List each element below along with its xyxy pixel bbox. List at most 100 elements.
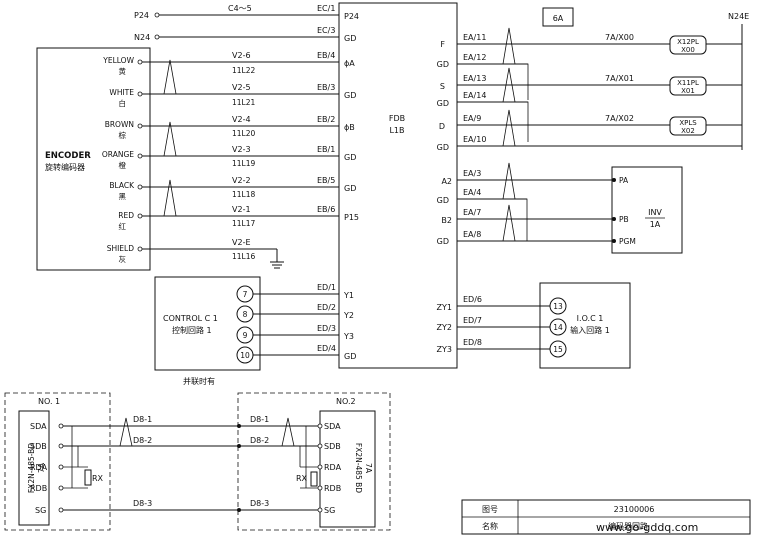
control-title-cn: 控制回路 1 [172, 325, 212, 335]
no2-pins: SDA SDB RDA RDB SG RX [296, 422, 342, 515]
svg-text:ED/7: ED/7 [463, 316, 482, 325]
svg-text:RDA: RDA [30, 463, 48, 472]
svg-text:白: 白 [119, 98, 127, 108]
svg-text:SHIELD: SHIELD [107, 244, 135, 253]
sheet-tag [542, 7, 574, 27]
p24-terminal: P24 [344, 12, 359, 21]
svg-text:BROWN: BROWN [105, 120, 134, 129]
svg-text:ZY3: ZY3 [437, 345, 452, 354]
output-row-s: S EA/13 7A/X01 X11PL X01 [440, 74, 742, 96]
svg-text:RDA: RDA [324, 463, 342, 472]
control-title: CONTROL C 1 [163, 314, 218, 323]
output-row-f: F EA/11 7A/X00 X12PL X00 [440, 33, 742, 55]
inverter-sub: 1A [650, 220, 661, 229]
svg-text:X11PL: X11PL [677, 79, 699, 87]
control-note: 并联时有 [183, 376, 215, 386]
svg-text:7A: 7A [364, 463, 373, 474]
n24e-label: N24E [728, 12, 749, 21]
output-row-gd-3: GD EA/10 [437, 135, 742, 152]
inverter-label: INV [648, 208, 662, 217]
link-d8-1-b: D8-1 [250, 415, 269, 424]
link-d8-2-a: D8-2 [133, 436, 152, 445]
link-d8-3-a: D8-3 [133, 499, 152, 508]
svg-text:EB/6: EB/6 [317, 205, 335, 214]
svg-text:ED/4: ED/4 [317, 344, 336, 353]
svg-text:X01: X01 [681, 87, 695, 95]
svg-text:Y2: Y2 [343, 311, 354, 320]
c4-5-label: C4～5 [228, 4, 252, 13]
svg-text:SDB: SDB [324, 442, 341, 451]
svg-text:EA/4: EA/4 [463, 188, 481, 197]
encoder-title-cn: 旋转编码器 [45, 162, 85, 172]
svg-text:8: 8 [243, 310, 248, 319]
control-row-7: 7 ED/1 Y1 [236, 283, 354, 303]
n24-label: N24 [134, 33, 150, 42]
svg-text:RDB: RDB [324, 484, 341, 493]
svg-text:D: D [439, 122, 445, 131]
svg-text:A2: A2 [441, 177, 452, 186]
svg-text:SDA: SDA [30, 422, 47, 431]
svg-text:11L17: 11L17 [232, 219, 255, 228]
svg-text:EA/11: EA/11 [463, 33, 486, 42]
rs485-no2-label: NO.2 [336, 397, 356, 406]
svg-text:RX: RX [296, 474, 308, 483]
title-block: 图号 23100006 名称 编码器回路 www.go-gddq.com [461, 499, 751, 535]
rs485-no2-dashed [237, 392, 391, 531]
svg-text:PB: PB [619, 215, 629, 224]
gd-terminal-top: GD [344, 34, 356, 43]
output-row-d: D EA/9 7A/X02 XPLS X02 [439, 114, 742, 136]
svg-text:FX2N-485-BD: FX2N-485-BD [27, 443, 36, 493]
p24-label: P24 [134, 11, 149, 20]
svg-text:11L21: 11L21 [232, 98, 255, 107]
svg-text:EA/13: EA/13 [463, 74, 486, 83]
svg-text:EB/4: EB/4 [317, 51, 335, 60]
drawing-no-label: 图号 [482, 505, 498, 514]
svg-text:EA/10: EA/10 [463, 135, 486, 144]
ec1-label: EC/1 [317, 4, 335, 13]
svg-text:ϕA: ϕA [344, 59, 355, 68]
svg-text:ED/3: ED/3 [317, 324, 336, 333]
svg-text:Y3: Y3 [343, 332, 354, 341]
rs485-no1-label: NO. 1 [38, 397, 60, 406]
svg-text:YELLOW: YELLOW [102, 56, 134, 65]
svg-text:B2: B2 [441, 216, 452, 225]
svg-text:GD: GD [437, 237, 449, 246]
svg-text:EA/8: EA/8 [463, 230, 481, 239]
svg-text:S: S [440, 82, 445, 91]
svg-text:11L19: 11L19 [232, 159, 255, 168]
svg-text:ZY1: ZY1 [437, 303, 452, 312]
svg-text:14: 14 [553, 323, 563, 332]
rs485-no1-dashed [4, 392, 111, 531]
ioc-row-zy1: ZY1 ED/6 13 [437, 295, 567, 315]
svg-text:ED/1: ED/1 [317, 283, 336, 292]
svg-text:红: 红 [119, 221, 127, 231]
svg-text:13: 13 [553, 302, 563, 311]
svg-text:SG: SG [324, 506, 335, 515]
svg-text:EA/7: EA/7 [463, 208, 481, 217]
svg-text:7A/X01: 7A/X01 [605, 74, 634, 83]
svg-text:11L18: 11L18 [232, 190, 255, 199]
svg-text:SDB: SDB [30, 442, 47, 451]
svg-text:V2-E: V2-E [232, 238, 251, 247]
svg-text:RED: RED [118, 211, 134, 220]
link-d8-1-a: D8-1 [133, 415, 152, 424]
svg-text:ORANGE: ORANGE [102, 150, 134, 159]
link-d8-3-b: D8-3 [250, 499, 269, 508]
inverter-row-gd-2: GD EA/8 PGM [437, 230, 636, 246]
svg-text:WHITE: WHITE [109, 88, 134, 97]
ioc-row-zy3: ZY3 ED/8 15 [437, 338, 567, 358]
svg-text:ZY2: ZY2 [437, 323, 452, 332]
svg-text:V2-2: V2-2 [232, 176, 251, 185]
svg-text:11L20: 11L20 [232, 129, 255, 138]
svg-text:V2-6: V2-6 [232, 51, 251, 60]
svg-text:9: 9 [243, 331, 248, 340]
encoder-row-brown: BROWN 棕 V2-4 11L20 EB/2 ϕB [105, 115, 355, 140]
svg-text:GD: GD [344, 352, 356, 361]
svg-text:ϕB: ϕB [344, 123, 355, 132]
inverter-row-b2: B2 EA/7 PB [441, 208, 628, 225]
svg-text:FX2N-485 BD: FX2N-485 BD [354, 443, 363, 493]
svg-text:7A: 7A [37, 462, 46, 473]
twisted-pair-mark-2 [156, 121, 182, 157]
svg-text:SG: SG [35, 506, 46, 515]
